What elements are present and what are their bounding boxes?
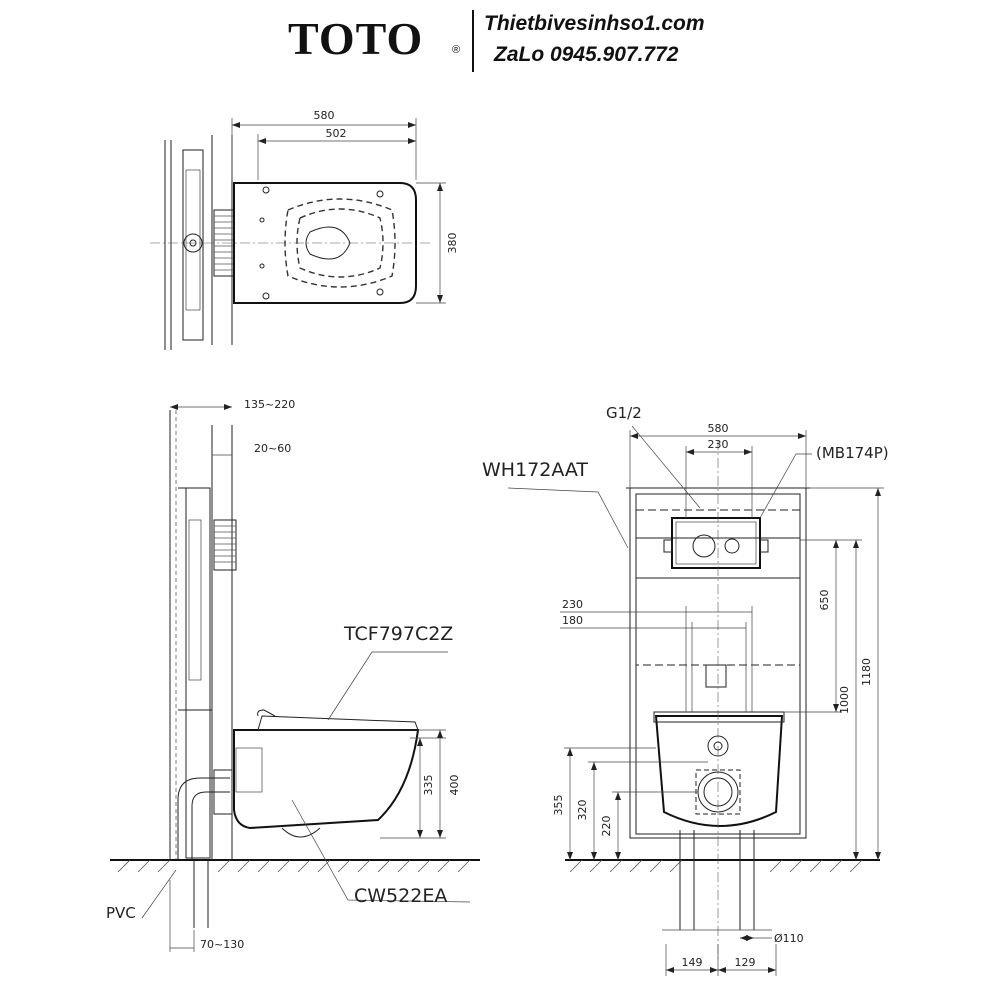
flush-button-small — [724, 538, 740, 554]
dim-wall-depth: 135~220 — [244, 398, 295, 411]
dim-rim-height: 400 — [448, 775, 461, 796]
dim-top-width: 580 — [708, 422, 729, 435]
top-view: 580 502 380 — [150, 109, 459, 350]
dim-bolt-outer: 230 — [562, 598, 583, 611]
dim-frame-height: 1180 — [860, 658, 873, 686]
dim-pipe-diameter: Ø110 — [774, 932, 804, 945]
dim-cistern: 650 — [818, 590, 831, 611]
seat-side-outline — [257, 715, 419, 731]
dim-seat-height: 335 — [422, 775, 435, 796]
dim-mount-height: 1000 — [838, 686, 851, 714]
registered-mark: ® — [452, 44, 461, 56]
dim-bowl-length: 502 — [326, 127, 347, 140]
label-plate-model: (MB174P) — [816, 444, 889, 462]
dim-plate-width: 230 — [708, 438, 729, 451]
label-inlet: G1/2 — [606, 404, 642, 422]
dim-220: 220 — [600, 816, 613, 837]
front-view: G1/2 WH172AAT (MB174P) 580 230 230 180 — [482, 404, 889, 976]
label-seat-model: TCF797C2Z — [343, 623, 453, 645]
header-divider — [472, 10, 474, 72]
bowl-side-outline — [233, 729, 420, 830]
dim-129: 129 — [735, 956, 756, 969]
flush-button-large — [692, 534, 716, 558]
brand-header: TOTO ® Thietbivesinhso1.com ZaLo 0945.90… — [0, 0, 1000, 80]
label-frame-model: WH172AAT — [482, 459, 588, 481]
contact-text: ZaLo 0945.907.772 — [494, 43, 679, 66]
dim-width: 380 — [446, 233, 459, 254]
bowl-opening — [305, 226, 351, 260]
toto-logo: TOTO — [288, 13, 424, 64]
label-pipe: PVC — [106, 904, 136, 922]
mounting-frame-side — [185, 487, 211, 859]
dim-overall-width: 580 — [314, 109, 335, 122]
side-view: 135~220 20~60 335 400 70~130 TCF797C2Z C… — [106, 398, 480, 952]
bowl-front-outline — [654, 715, 784, 827]
website-text: Thietbivesinhso1.com — [484, 12, 705, 35]
dim-bottom: 70~130 — [200, 938, 244, 951]
dim-149: 149 — [682, 956, 703, 969]
flush-plate — [671, 517, 761, 569]
bowl-top-outline — [233, 182, 417, 304]
dim-355: 355 — [552, 795, 565, 816]
label-bowl-model: CW522EA — [354, 885, 447, 907]
dim-320: 320 — [576, 800, 589, 821]
dim-bolt-inner: 180 — [562, 614, 583, 627]
dim-panel-gap: 20~60 — [254, 442, 291, 455]
